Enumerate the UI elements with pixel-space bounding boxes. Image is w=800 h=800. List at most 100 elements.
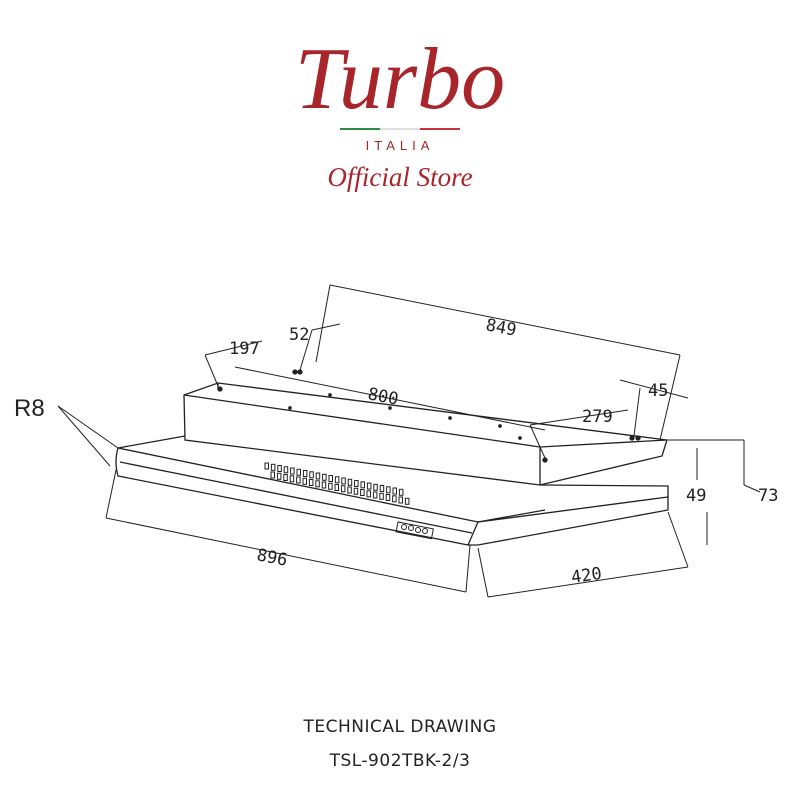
dim-45-ext bbox=[633, 387, 641, 437]
vent-slot bbox=[366, 482, 372, 490]
vent-slot bbox=[347, 486, 352, 494]
dim-896-line bbox=[105, 517, 467, 593]
dim-197-ext bbox=[204, 354, 219, 387]
caption-title: TECHNICAL DRAWING bbox=[303, 717, 497, 737]
vent-slot bbox=[360, 481, 365, 489]
vent-slot bbox=[347, 478, 353, 486]
lower-panel-side bbox=[477, 484, 669, 523]
control-button bbox=[401, 524, 407, 530]
control-button bbox=[415, 527, 421, 533]
vent-slot bbox=[296, 468, 301, 476]
vent-slot bbox=[353, 487, 359, 495]
brand-tagline: Official Store bbox=[327, 162, 472, 192]
dim-420-line bbox=[487, 566, 689, 598]
vent-slot bbox=[334, 476, 340, 484]
mount-hole bbox=[217, 386, 223, 392]
vent-slots bbox=[264, 462, 410, 505]
vent-slot bbox=[379, 492, 384, 500]
vent-slot bbox=[340, 485, 346, 493]
vent-slot bbox=[315, 472, 321, 480]
dim-279-ext bbox=[529, 424, 546, 459]
dim-279-label: 279 bbox=[582, 407, 613, 427]
dim-849-ext-right bbox=[659, 354, 681, 441]
vent-slot bbox=[283, 466, 289, 474]
mount-hole bbox=[498, 424, 502, 428]
mount-hole bbox=[542, 457, 548, 463]
dim-849-label: 849 bbox=[484, 315, 518, 340]
vent-slot bbox=[372, 491, 378, 499]
dim-197-label: 197 bbox=[229, 339, 260, 359]
mount-hole bbox=[297, 369, 303, 375]
vent-slot bbox=[373, 483, 378, 491]
dim-420-label: 420 bbox=[570, 564, 603, 588]
vent-slot bbox=[398, 488, 404, 496]
mount-hole bbox=[629, 435, 635, 441]
dim-896-ext-right bbox=[465, 544, 471, 593]
vent-slot bbox=[322, 473, 327, 481]
r8-leader-b bbox=[57, 405, 111, 467]
caption-model: TSL-902TBK-2/3 bbox=[329, 751, 471, 771]
hood-outline bbox=[115, 369, 669, 546]
lower-panel-mid bbox=[119, 461, 473, 534]
control-panel bbox=[395, 521, 434, 540]
vent-slot bbox=[302, 470, 308, 477]
vent-slot bbox=[264, 462, 269, 470]
vent-slot bbox=[290, 467, 295, 475]
dim-197-line bbox=[204, 340, 263, 356]
mount-hole bbox=[288, 406, 292, 410]
mount-hole bbox=[448, 416, 452, 420]
vent-slot bbox=[379, 485, 385, 492]
brand-name: Turbo bbox=[295, 31, 505, 128]
r8-leader-a bbox=[57, 405, 119, 449]
brand-logo: Turbo ITALIA Official Store bbox=[295, 31, 505, 192]
vent-slot bbox=[385, 494, 391, 501]
dim-49-label: 49 bbox=[686, 486, 706, 506]
dim-52-label: 52 bbox=[289, 325, 309, 345]
dim-896-label: 896 bbox=[255, 545, 289, 570]
vent-slot bbox=[392, 487, 397, 495]
vent-slot bbox=[328, 475, 333, 482]
vent-slot bbox=[270, 471, 275, 479]
vent-slot bbox=[386, 486, 391, 494]
mount-hole bbox=[388, 406, 392, 410]
vent-slot bbox=[328, 482, 333, 490]
vent-slot bbox=[354, 480, 359, 487]
brand-sub: ITALIA bbox=[366, 138, 435, 153]
dim-420-ext-right bbox=[667, 511, 689, 568]
vent-slot bbox=[398, 496, 403, 504]
dim-420-ext-left bbox=[477, 547, 489, 598]
vent-slot bbox=[289, 475, 295, 483]
lower-panel-top bbox=[117, 447, 479, 523]
control-buttons bbox=[395, 521, 434, 540]
dim-73-label: 73 bbox=[758, 486, 778, 506]
dim-52-line bbox=[311, 323, 341, 331]
dim-52-ext bbox=[299, 329, 313, 371]
mount-hole bbox=[328, 393, 332, 397]
control-button bbox=[408, 525, 414, 531]
vent-slot bbox=[360, 489, 365, 496]
vent-slot bbox=[309, 471, 314, 479]
vent-slot bbox=[283, 474, 288, 481]
vent-slot bbox=[315, 480, 320, 488]
dim-45-line bbox=[619, 379, 689, 399]
vent-slot bbox=[366, 490, 371, 498]
dim-45-label: 45 bbox=[648, 381, 668, 401]
dim-73-leader bbox=[743, 484, 761, 493]
vent-slot bbox=[392, 495, 397, 503]
vent-slot bbox=[404, 497, 410, 505]
vent-slot bbox=[270, 463, 276, 471]
dim-279-line bbox=[529, 409, 629, 426]
lower-panel bbox=[115, 435, 669, 546]
vent-slot bbox=[308, 479, 314, 486]
dim-896-ext-left bbox=[105, 469, 117, 519]
vent-slot bbox=[277, 465, 282, 472]
dimension-lines bbox=[57, 284, 761, 598]
vent-slot bbox=[302, 477, 307, 485]
vent-slot bbox=[276, 472, 282, 480]
mount-hole bbox=[635, 435, 641, 441]
vent-slot bbox=[334, 484, 339, 491]
vent-slot bbox=[341, 477, 346, 485]
vent-slot bbox=[321, 481, 327, 489]
mount-hole bbox=[518, 436, 522, 440]
